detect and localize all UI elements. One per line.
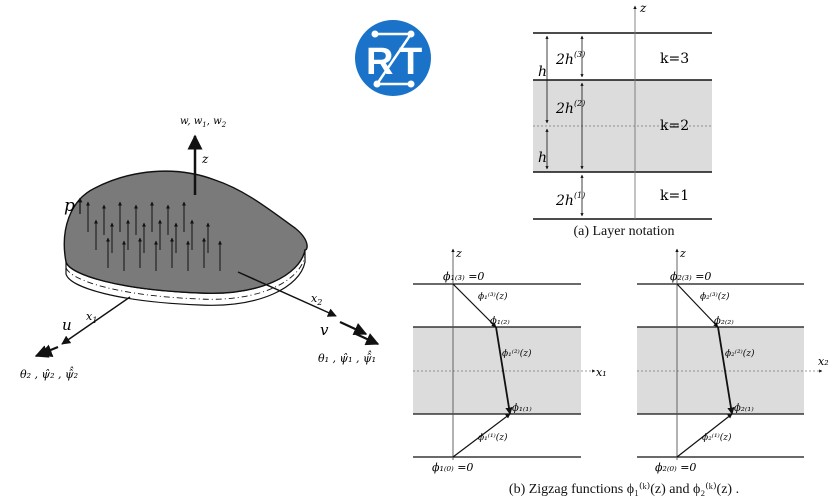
phi-layer3: ϕ₂⁽³⁾(z) [700, 291, 730, 302]
theta1-arrow-second [355, 332, 380, 346]
u-label: u [62, 316, 72, 334]
x1-label: x1 [86, 310, 97, 325]
zigzag-z-label: z [679, 247, 686, 260]
phi-top-zero: ϕ₂₍₃₎ =0 [670, 270, 711, 283]
phi-layer2: ϕ₂⁽²⁾(z) [725, 348, 755, 359]
logo-letter-r: R [366, 41, 393, 83]
theta1-label: θ₁ , ψ̂₁ , ψ̂̂₁ [318, 351, 376, 365]
x1-axis [61, 296, 131, 345]
phi-node1: ϕ₂₍₁₎ [734, 403, 754, 414]
logo-node [373, 80, 381, 88]
x2-label: x2 [311, 292, 322, 307]
k-label-1: k=1 [660, 188, 689, 204]
k-label-2: k=2 [660, 118, 689, 134]
zigzag-arrow-top [676, 283, 719, 328]
phi-top-zero: ϕ₁₍₃₎ =0 [443, 270, 484, 283]
zigzag-arrow-top [452, 283, 497, 328]
x2-axis [237, 271, 337, 317]
phi-layer1: ϕ₁⁽¹⁾(z) [478, 432, 508, 443]
thickness-label-k2: 2h(2) [555, 99, 585, 117]
zigzag-arrow-mid [717, 326, 735, 415]
rzt-logo: R T [355, 20, 431, 96]
phi-node1: ϕ₁₍₁₎ [512, 403, 532, 414]
logo-letter-t: T [399, 41, 422, 83]
plate-drawing: z w, w1, w2 p x1 u θ₂ , ψ̂₂ , ψ̂̂₂ x2 v … [20, 116, 380, 381]
zigzag-arrow-bottom [452, 413, 511, 458]
phi-bottom-zero: ϕ₁₍₀₎ =0 [432, 461, 473, 474]
v-label: v [320, 321, 329, 339]
zigzag-panel-2: z x₂ ϕ₂₍₃₎ =0 ϕ₂⁽³⁾(z) ϕ₂₍₂₎ ϕ₂⁽²⁾(z) ϕ₂… [637, 247, 829, 474]
zigzag-arrow-bottom [676, 413, 733, 458]
thickness-label-k1: 2h(1) [555, 191, 585, 209]
phi-bottom-zero: ϕ₂₍₀₎ =0 [655, 461, 696, 474]
zigzag-arrow-mid [495, 326, 513, 415]
theta2-arrow-second [38, 344, 54, 358]
h-label: h [538, 150, 547, 166]
zigzag-z-label: z [455, 247, 462, 260]
logo-node [407, 80, 415, 88]
thickness-label-k3: 2h(3) [555, 50, 585, 68]
phi-layer1: ϕ₂⁽¹⁾(z) [702, 432, 732, 443]
logo-circle [355, 20, 431, 96]
caption-layer-notation: (a) Layer notation [573, 224, 674, 239]
load-p-label: p [64, 196, 75, 216]
theta2-label: θ₂ , ψ̂₂ , ψ̂̂₂ [20, 367, 78, 381]
zigzag-axis-label: x₁ [596, 366, 607, 379]
phi-layer3: ϕ₁⁽³⁾(z) [478, 291, 508, 302]
logo-node [371, 30, 379, 38]
k-label-3: k=3 [660, 51, 689, 67]
logo-z-mark [374, 32, 414, 86]
zigzag-axis-label: x₂ [818, 355, 829, 368]
load-arrows [86, 201, 222, 271]
layer-notation: z 2h(3) 2h(2) 2h(1) h h k=3 k=2 k=1 (a) … [533, 1, 712, 239]
layer-z-label: z [639, 1, 647, 15]
theta1-arrow [339, 321, 368, 336]
plate-z-label: z [201, 152, 209, 166]
phi-node2: ϕ₂₍₂₎ [714, 316, 734, 327]
zigzag-shade [413, 327, 581, 414]
plate-midsurface [65, 255, 306, 300]
caption-zigzag: (b) Zigzag functions ϕ₁⁽ᵏ⁾(z) and ϕ₂⁽ᵏ⁾(… [509, 482, 739, 497]
phi-layer2: ϕ₁⁽²⁾(z) [502, 348, 532, 359]
h-label: h [538, 64, 547, 80]
logo-node [407, 30, 415, 38]
zigzag-panel-1: z x₁ ϕ₁₍₃₎ =0 ϕ₁⁽³⁾(z) ϕ₁₍₂₎ ϕ₁⁽²⁾(z) ϕ₁… [413, 247, 607, 474]
plate-w-label: w, w1, w2 [180, 116, 227, 129]
plate-top-surface [63, 170, 308, 294]
phi-node2: ϕ₁₍₂₎ [490, 316, 510, 327]
